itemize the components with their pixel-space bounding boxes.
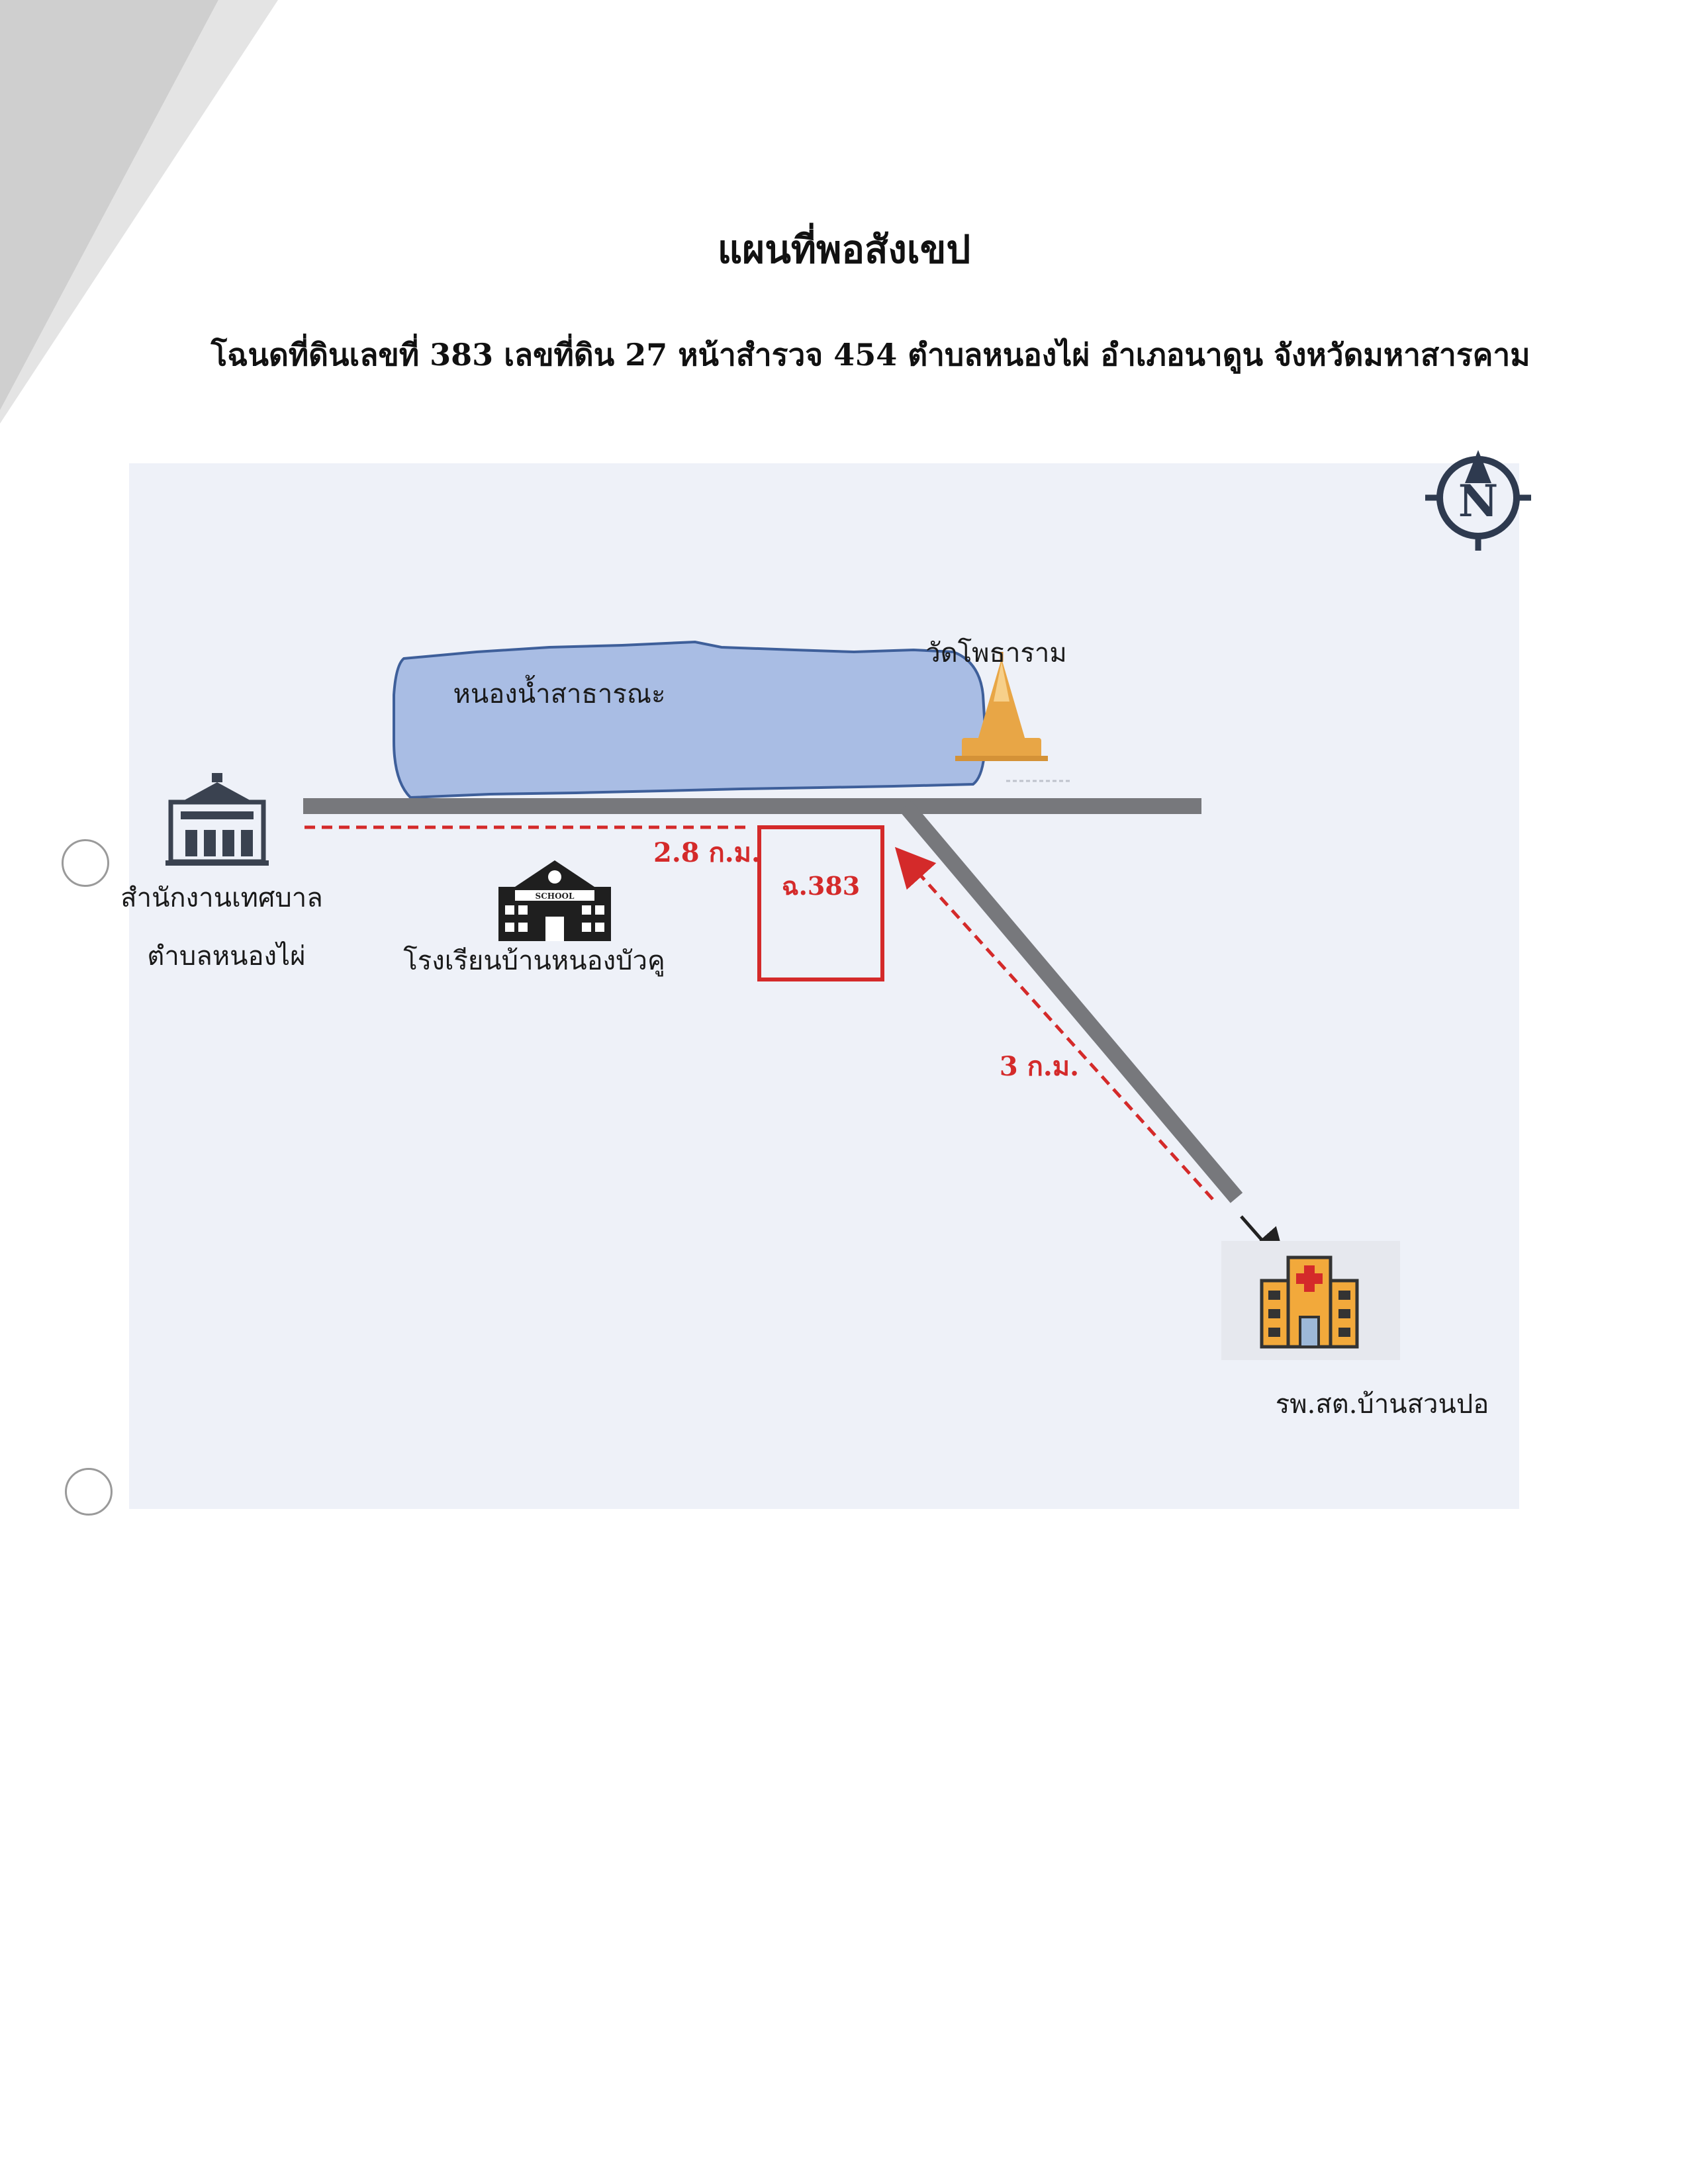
public-pond <box>393 640 987 799</box>
page-subtitle: โฉนดที่ดินเลขที่ 383 เลขที่ดิน 27 หน้าสำ… <box>211 337 1530 373</box>
distance-southeast-label: 3 ก.ม. <box>1000 1051 1079 1082</box>
temple-chedi-icon <box>955 652 1048 761</box>
binder-hole-bottom <box>65 1468 113 1516</box>
land-parcel-box <box>757 825 884 981</box>
school-icon: SCHOOL <box>498 860 611 941</box>
distance-west-label: 2.8 ก.ม. <box>653 837 761 868</box>
hospital-icon <box>1260 1255 1359 1349</box>
page-title: แผนที่พอสังเขป <box>717 227 971 272</box>
route-southeast-dashed <box>894 846 1214 1201</box>
school-label: โรงเรียนบ้านหนองบัวคู <box>403 946 665 976</box>
hospital-label: รพ.สต.บ้านสวนปอ <box>1276 1389 1489 1420</box>
municipal-office-label-line1: สำนักงานเทศบาล <box>120 883 323 913</box>
temple-label: วัดโพธาราม <box>925 638 1066 668</box>
compass-letter: N <box>1458 475 1498 527</box>
municipal-office-label-line2: ตำบลหนองไผ่ <box>147 941 305 972</box>
folded-corner <box>0 0 278 424</box>
binder-hole-top <box>62 839 109 887</box>
school-sign: SCHOOL <box>536 891 575 901</box>
parcel-label: ฉ.383 <box>782 871 860 901</box>
municipal-office-icon <box>165 773 269 866</box>
branch-road-southeast <box>899 801 1243 1203</box>
pond-label: หนองน้ำสาธารณะ <box>453 674 666 709</box>
compass-north-icon: N <box>1425 450 1531 551</box>
